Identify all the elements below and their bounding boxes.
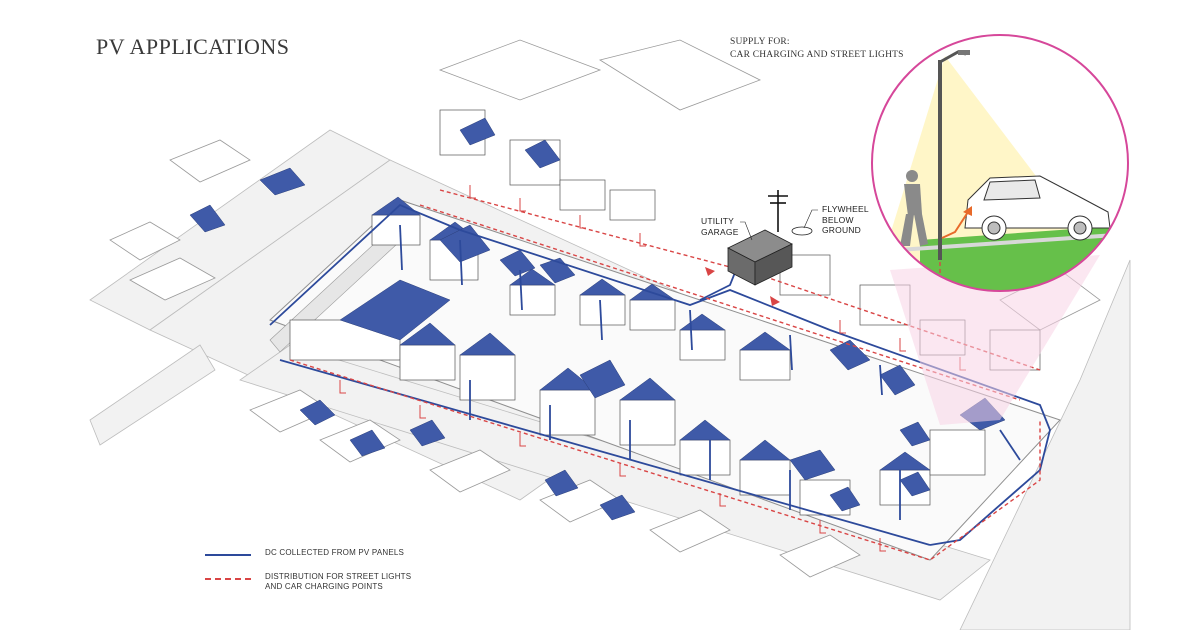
car (964, 175, 1111, 241)
legend-swatch-dc (205, 554, 251, 556)
street-light-inset (871, 34, 1129, 292)
flywheel-callout: FLYWHEEL BELOW GROUND (822, 204, 869, 236)
inset-projection (890, 255, 1100, 425)
utility-garage-callout: UTILITY GARAGE (701, 216, 739, 237)
legend-swatch-distribution (205, 578, 251, 580)
flow-arrows (705, 267, 780, 306)
dc-collection-network (269, 203, 1051, 546)
utility-garage (727, 229, 793, 286)
legend-label-distribution-line2: AND CAR CHARGING POINTS (265, 582, 383, 591)
diagram-title: PV APPLICATIONS (96, 34, 290, 59)
background-houses (109, 39, 1101, 578)
flywheel-line3: GROUND (822, 225, 861, 235)
supply-label: SUPPLY FOR: CAR CHARGING AND STREET LIGH… (730, 36, 904, 62)
flywheel-line1: FLYWHEEL (822, 204, 869, 214)
callout-leaders (740, 209, 818, 241)
flywheel-line2: BELOW (822, 214, 854, 225)
legend-label-dc: DC COLLECTED FROM PV PANELS (265, 548, 405, 557)
utility-garage-line1: UTILITY (701, 216, 735, 226)
utility-garage-line2: GARAGE (701, 226, 739, 237)
legend-label-distribution-line1: DISTRIBUTION FOR STREET LIGHTS (265, 572, 412, 581)
supply-label-line1: SUPPLY FOR: (730, 37, 790, 47)
flywheel (791, 226, 813, 236)
charging-post-markers (339, 185, 966, 552)
power-pole (768, 190, 788, 232)
supply-label-line2: CAR CHARGING AND STREET LIGHTS (730, 50, 904, 60)
pedestrian-figure (900, 170, 928, 246)
legend-label-distribution: DISTRIBUTION FOR STREET LIGHTS AND CAR C… (265, 572, 411, 592)
